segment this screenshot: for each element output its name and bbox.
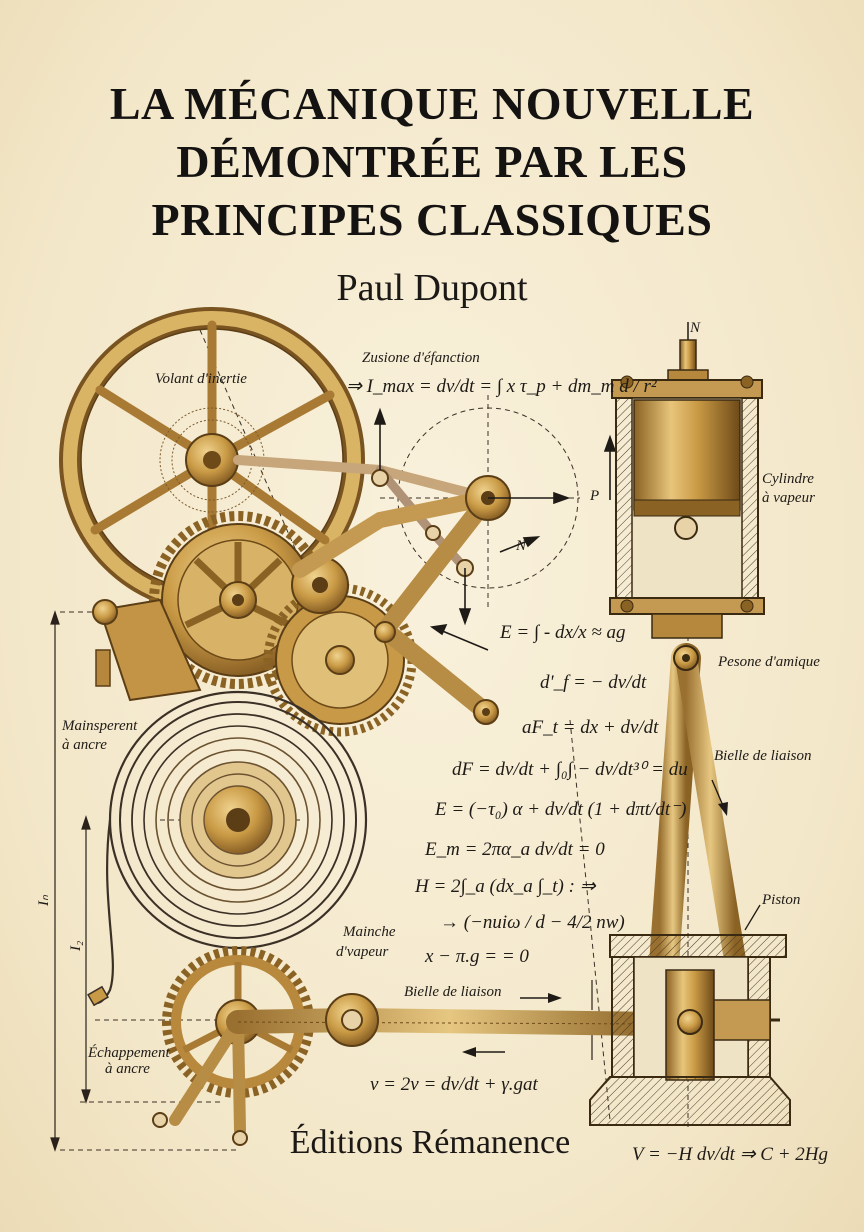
equation-imax: ⇒ I_max = dv/dt = ∫ x τ_p + dm_m d / r² [346, 376, 657, 398]
dimension-label-1: Iₙ [36, 894, 52, 907]
piston-label: Piston [761, 892, 800, 908]
equation-4: dF = dv/dt + ∫₀∫ − dv/dt³⁰ = du [452, 759, 688, 781]
n-top-label: N [689, 320, 701, 336]
equation-7: H = 2∫_a (dx_a ∫_t) : ⇒ [414, 876, 597, 898]
title-line-3: PRINCIPES CLASSIQUES [151, 194, 713, 245]
lower-cylinder [589, 904, 791, 1126]
author-name: Paul Dupont [336, 267, 528, 309]
mainspring [87, 690, 368, 1007]
force-arrows [373, 407, 617, 651]
mainche-label-1: Mainche [342, 924, 396, 940]
escapement-label-1: Échappement [87, 1044, 170, 1061]
equation-1: E = ∫ - dx/x ≈ ag [499, 622, 626, 644]
linkage-arms [233, 455, 511, 725]
escapement-gear [152, 946, 314, 1146]
dimension-label-2: I₂ [68, 941, 84, 952]
title-line-2: DÉMONTRÉE PAR LES [176, 136, 688, 187]
equation-3: aF_t = dx + dv/dt [522, 717, 659, 738]
force-p-label: P [589, 488, 599, 504]
title-line-1: LA MÉCANIQUE NOUVELLE [109, 78, 755, 129]
publisher-name: Éditions Rémanence [289, 1124, 571, 1161]
n-mid-label: N [515, 538, 527, 554]
mainche-label-2: d'vapeur [336, 944, 389, 960]
equation-6: E_m = 2πα_a dv/dt = 0 [424, 839, 605, 860]
right-rod-label: Bielle de liaison [714, 748, 811, 764]
equation-8: → (−nuiω / d − 4/2 nw) [440, 912, 625, 933]
mainspring-label-2: à ancre [62, 737, 107, 753]
cylinder-label-2: à vapeur [762, 490, 815, 506]
bottom-rod-label: Bielle de liaison [404, 984, 501, 1000]
piston-rod-label: Pesone d'amique [717, 654, 820, 670]
equation-9: x − π.g = = 0 [424, 946, 529, 967]
equation-2: d'_f = − dv/dt [540, 672, 647, 693]
equation-11: V = −H dv/dt ⇒ C + 2Hg [632, 1144, 828, 1165]
flywheel-label: Volant d'inertie [155, 371, 247, 387]
equation-heading: Zusione d'éfanction [362, 350, 480, 366]
mainspring-label-1: Mainsperent [61, 718, 138, 734]
equation-5: E = (−τ₀) α + dv/dt (1 + dπt/dt⁻) [434, 799, 686, 820]
cylinder-label-1: Cylindre [762, 471, 814, 487]
equation-10: v = 2v = dv/dt + γ.gat [370, 1074, 539, 1095]
escapement-label-2: à ancre [105, 1061, 150, 1077]
sector-arm [92, 598, 202, 702]
